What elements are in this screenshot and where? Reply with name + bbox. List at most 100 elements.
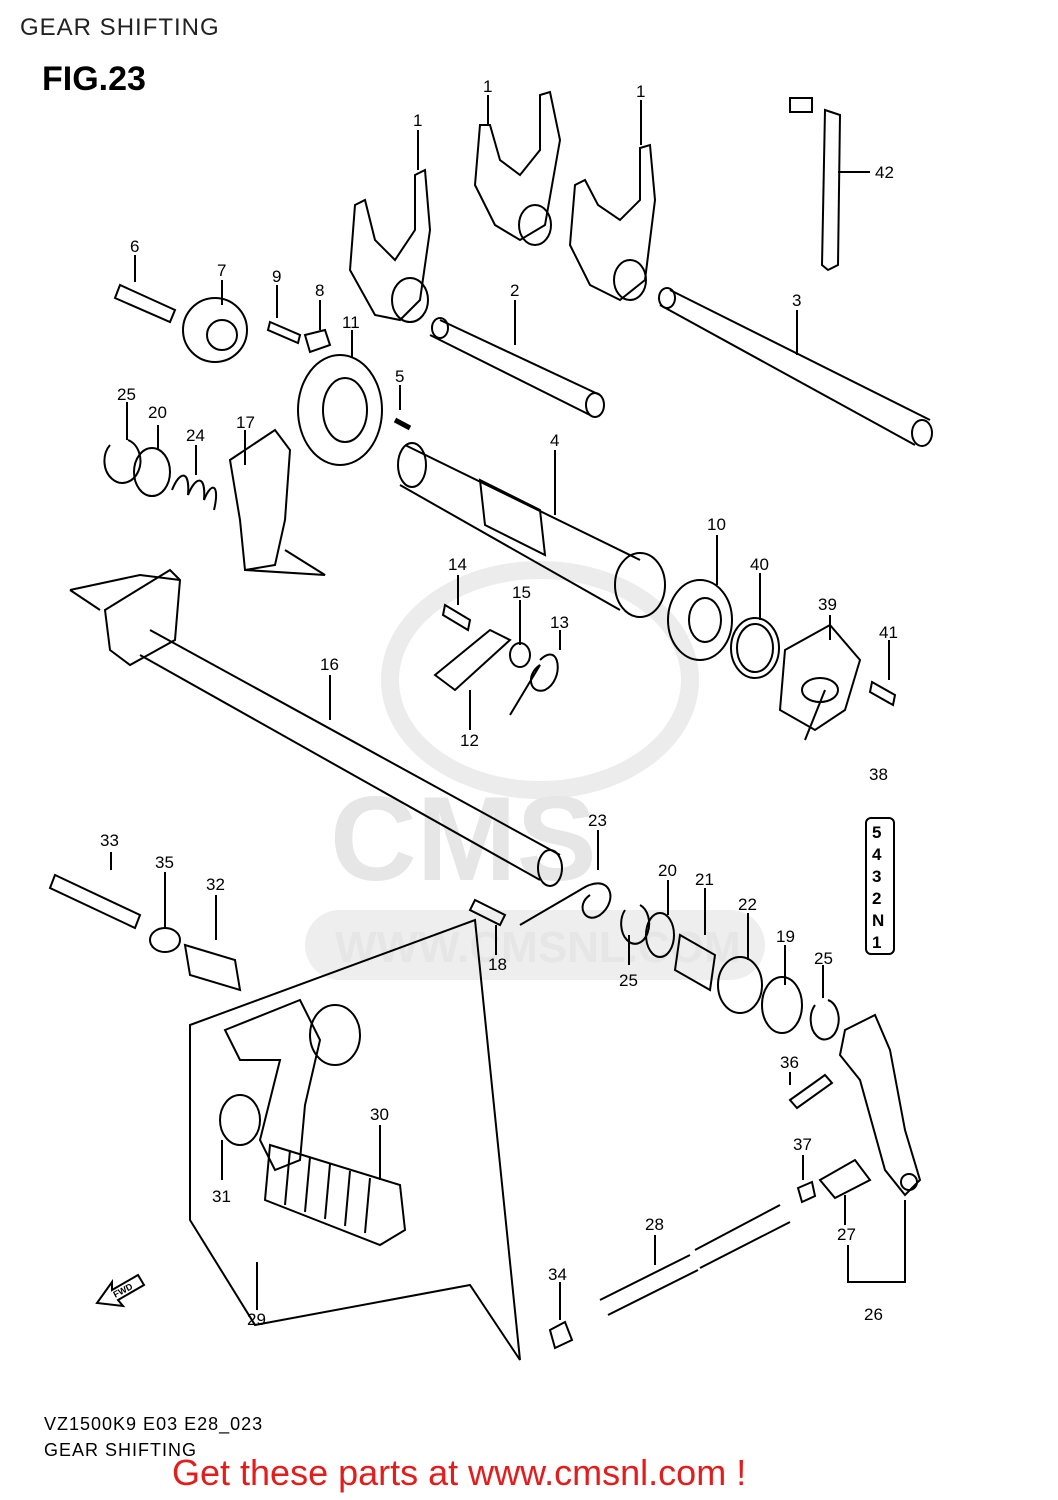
callout-labels: 1 1 1 2 3 4 5 6 7 8 9 10 11 12 13 14 15 … <box>100 77 898 1329</box>
washer-19 <box>761 976 803 1034</box>
nut-34 <box>548 1320 574 1350</box>
circlip-25a <box>103 439 142 484</box>
fork-shaft-2 <box>429 319 601 416</box>
screw-9 <box>266 320 302 345</box>
shift-pedal-arm <box>223 998 322 1172</box>
gear-indicator-38: 5 4 3 2 N 1 <box>865 817 895 955</box>
plate-8 <box>303 328 332 354</box>
pedal-rubber-30 <box>263 1143 407 1247</box>
callout-10: 10 <box>707 515 726 534</box>
watermark-url: WWW.CMSNL.COM <box>335 923 741 972</box>
callout-34: 34 <box>548 1265 567 1284</box>
callout-14: 14 <box>448 555 467 574</box>
gear-4: 4 <box>872 845 882 864</box>
callout-27: 27 <box>837 1225 856 1244</box>
callout-38: 38 <box>869 765 888 784</box>
callout-6: 6 <box>130 237 139 256</box>
oil-seal-22 <box>717 956 763 1014</box>
callout-16: 16 <box>320 655 339 674</box>
callout-40: 40 <box>750 555 769 574</box>
gear-3: 3 <box>872 867 881 886</box>
circlip-25b <box>620 904 651 945</box>
fork-shaft-3 <box>659 289 931 446</box>
callout-4: 4 <box>550 431 559 450</box>
shift-rod-28 <box>599 1204 791 1316</box>
bolt-14 <box>441 603 472 632</box>
circlip-25c <box>809 999 840 1041</box>
washer-35 <box>149 927 181 953</box>
callout-22: 22 <box>738 895 757 914</box>
callout-26: 26 <box>864 1305 883 1324</box>
callout-17: 17 <box>236 413 255 432</box>
callout-19: 19 <box>776 927 795 946</box>
joint-27 <box>818 1158 872 1200</box>
figure-label: FIG.23 <box>42 60 146 98</box>
callout-30: 30 <box>370 1105 389 1124</box>
bolt-36 <box>788 1073 834 1110</box>
nut-37 <box>796 1180 817 1204</box>
callout-5: 5 <box>395 367 404 386</box>
footer-code: VZ1500K9 E03 E28_023 <box>44 1414 264 1434</box>
washer-15 <box>509 642 531 668</box>
fwd-arrow: FWD <box>95 1273 146 1308</box>
watermark-brand: CMS <box>330 772 597 906</box>
bolt-33 <box>48 873 142 930</box>
bolt-18 <box>468 898 507 927</box>
stopper-7 <box>182 297 248 363</box>
callout-21: 21 <box>695 870 714 889</box>
callout-25c: 25 <box>814 949 833 968</box>
callout-11: 11 <box>342 313 360 332</box>
watermark: CMS WWW.CMSNL.COM <box>305 561 765 980</box>
promo-link[interactable]: Get these parts at www.cmsnl.com ! <box>172 1452 747 1493</box>
callout-2: 2 <box>510 281 519 300</box>
gearshift-cam <box>399 444 641 611</box>
sensor-42 <box>820 108 842 272</box>
gear-n: N <box>872 911 884 930</box>
callout-36: 36 <box>780 1053 799 1072</box>
washer-20a <box>133 447 171 497</box>
shift-fork-3 <box>568 143 657 302</box>
bearing-10 <box>667 579 733 661</box>
shift-pedal-assembly-box <box>189 918 521 1361</box>
callout-37: 37 <box>793 1135 812 1154</box>
callout-8: 8 <box>315 281 324 300</box>
gear-1: 1 <box>872 933 881 952</box>
o-ring-40 <box>730 617 780 679</box>
gearshift-shaft-16 <box>139 629 561 881</box>
cam-plate-17 <box>228 428 292 572</box>
plate-12 <box>433 628 512 692</box>
callout-31: 31 <box>212 1187 231 1206</box>
bolt-31 <box>219 1094 261 1146</box>
callout-29: 29 <box>247 1310 266 1329</box>
callout-1b: 1 <box>483 77 492 96</box>
callout-15: 15 <box>512 583 531 602</box>
callout-18: 18 <box>488 955 507 974</box>
collar-32 <box>183 943 242 992</box>
callout-39: 39 <box>818 595 837 614</box>
gear-5: 5 <box>872 823 881 842</box>
gear-2: 2 <box>872 889 881 908</box>
pin-6 <box>113 283 177 324</box>
shift-fork-1 <box>348 168 432 322</box>
callout-20a: 20 <box>148 403 167 422</box>
callout-7: 7 <box>217 261 226 280</box>
bearing-11 <box>297 354 383 466</box>
callout-3: 3 <box>792 291 801 310</box>
shift-fork-2 <box>473 90 562 242</box>
spring-23 <box>519 882 612 926</box>
callout-25b: 25 <box>619 971 638 990</box>
callout-28: 28 <box>645 1215 664 1234</box>
callout-35: 35 <box>155 853 174 872</box>
bolt-41 <box>868 680 897 707</box>
callout-20b: 20 <box>658 861 677 880</box>
callout-12: 12 <box>460 731 479 750</box>
callout-13: 13 <box>550 613 569 632</box>
gearshift-lever-26 <box>838 1013 922 1197</box>
callout-1a: 1 <box>413 111 422 130</box>
pin-5 <box>393 417 412 431</box>
callout-24: 24 <box>186 426 205 445</box>
callout-9: 9 <box>272 267 281 286</box>
page-header-title: GEAR SHIFTING <box>20 14 220 41</box>
callout-32: 32 <box>206 875 225 894</box>
